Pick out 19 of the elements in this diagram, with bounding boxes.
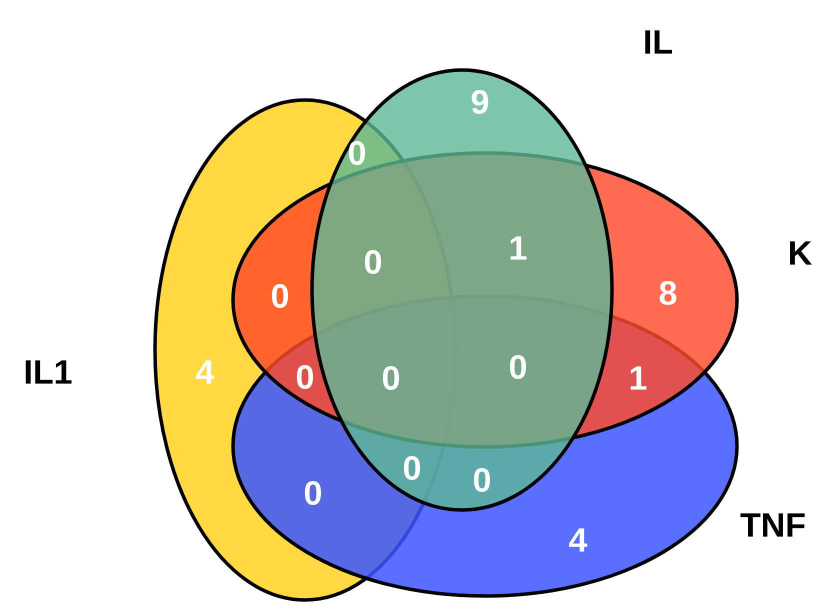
region-count: 0 xyxy=(382,366,400,390)
region-count: 0 xyxy=(404,456,420,480)
set-label: TNF xyxy=(740,513,805,537)
set-label: IL xyxy=(645,30,672,54)
region-count: 0 xyxy=(474,468,490,492)
region-count: 8 xyxy=(660,281,676,305)
region-count: 0 xyxy=(348,141,366,165)
region-count: 4 xyxy=(196,360,214,384)
region-count: 9 xyxy=(472,90,488,114)
region-count: 1 xyxy=(510,236,526,260)
region-count: 1 xyxy=(630,366,646,390)
region-count: 0 xyxy=(296,365,314,389)
region-count: 0 xyxy=(510,355,526,379)
region-count: 0 xyxy=(304,481,322,505)
set-label: IL1 xyxy=(26,360,72,384)
region-count: 0 xyxy=(364,250,382,274)
set-label: K xyxy=(790,241,812,265)
region-count: 4 xyxy=(569,528,588,552)
region-count: 0 xyxy=(272,284,288,308)
